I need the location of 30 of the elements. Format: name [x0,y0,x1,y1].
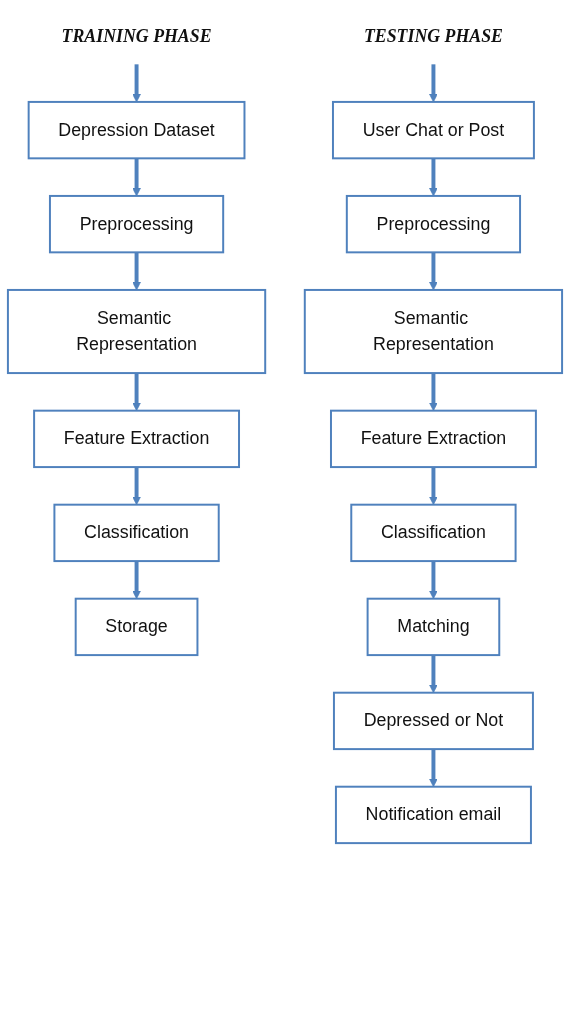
arrow [429,64,438,103]
arrow [132,252,141,291]
node-box: Feature Extraction [330,409,537,469]
arrow [429,252,438,291]
arrow [132,561,141,600]
node-box: Classification [53,503,220,563]
node-box: Classification [350,503,517,563]
arrow [132,64,141,103]
node-box: Notification email [334,785,532,845]
arrow [429,749,438,788]
arrow [429,158,438,197]
node-box: Feature Extraction [33,409,240,469]
node-box: Depressed or Not [332,691,534,751]
node-box: Storage [74,597,199,657]
arrow [429,467,438,506]
node-box: User Chat or Post [331,100,535,160]
node-box: Semantic Representation [6,288,267,375]
arrow [132,373,141,412]
arrow [429,561,438,600]
arrow [429,373,438,412]
node-text: TESTING PHASE [363,25,503,46]
node-text: TRAINING PHASE [61,25,212,46]
node-box: Semantic Representation [303,288,564,375]
node-box: Matching [366,597,501,657]
node-box: Preprocessing [48,194,225,254]
node-box: Preprocessing [345,194,522,254]
node-box: Depression Dataset [27,100,246,160]
arrow [132,158,141,197]
arrow [429,655,438,694]
arrow [132,467,141,506]
